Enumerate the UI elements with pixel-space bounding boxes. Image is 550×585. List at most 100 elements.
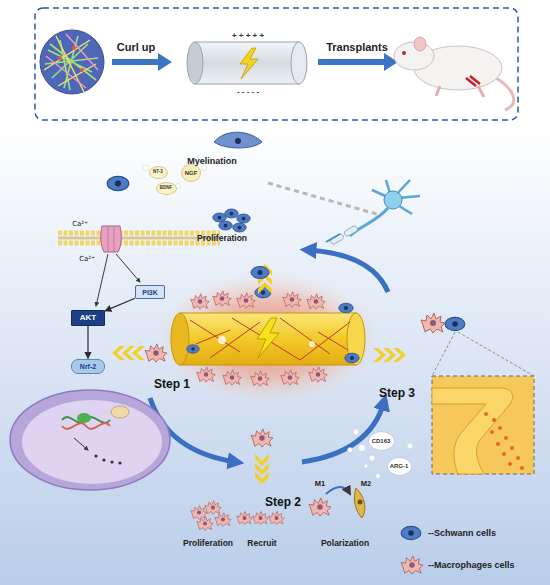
diagram-label: Proliferation	[197, 234, 247, 243]
diagram-label: M1	[315, 480, 325, 488]
myelin-segment	[343, 225, 358, 237]
schwann-cell	[233, 223, 247, 232]
transcript-dot	[94, 454, 97, 457]
transcription-factor	[111, 406, 129, 418]
macrophage-cell	[283, 292, 301, 307]
schwann-cell	[213, 213, 227, 222]
node-text: ARG-1	[390, 463, 409, 469]
myelinating-cell	[214, 132, 262, 148]
factor-dot	[202, 166, 207, 171]
fiber-lines	[45, 36, 98, 90]
chevron	[255, 454, 269, 466]
conduit-opening	[171, 313, 189, 365]
schwann-cell	[107, 176, 129, 190]
macrophage-cluster	[191, 501, 231, 531]
node-text: Nrf-2	[80, 363, 96, 370]
macrophage-cell	[215, 513, 231, 527]
legend-sample	[401, 526, 421, 539]
calcium-channel	[101, 226, 122, 252]
legend-entry: --Macrophages cells	[428, 561, 515, 570]
factor-circle: NT-3	[149, 166, 168, 179]
node-text: NGF	[185, 170, 198, 176]
recruited-macrophages	[237, 511, 285, 524]
arrow-connector	[105, 298, 135, 311]
rat-tail	[496, 78, 514, 110]
node-text: AKT	[80, 314, 96, 322]
particle	[496, 442, 500, 446]
particle	[58, 56, 62, 60]
diagram-label: Proliferation	[183, 539, 233, 548]
particle	[502, 452, 506, 456]
fiber-lines	[190, 318, 350, 360]
factor-circle: CD163	[368, 431, 395, 451]
schwann-cell	[445, 317, 465, 330]
process-panel	[35, 8, 518, 120]
particle	[309, 341, 315, 347]
factor-dot	[407, 443, 413, 449]
signal-arrow	[116, 254, 140, 282]
particle	[516, 456, 520, 460]
fiber-lines	[44, 36, 96, 92]
lipid-heads	[58, 231, 220, 236]
fiber-mat	[40, 30, 104, 94]
schwann-cell	[251, 267, 269, 279]
diagram-label: Ca²⁺	[79, 256, 95, 263]
zoom-lines	[432, 332, 534, 376]
conduit-tube	[187, 42, 307, 84]
axon-path	[268, 183, 380, 215]
rat-illustration	[394, 37, 514, 110]
particle	[72, 46, 76, 50]
zoom-inset	[432, 376, 534, 474]
macrophage-cell	[223, 370, 241, 385]
polarization-arrow	[326, 487, 350, 494]
conduit-body	[180, 313, 356, 365]
neuron-soma	[384, 191, 402, 209]
macrophage-cell	[281, 370, 299, 385]
rat-legs	[436, 86, 484, 97]
macrophage-cell	[205, 501, 221, 515]
macrophage-cell	[191, 506, 207, 520]
regenerating-neuron	[326, 180, 420, 245]
lightning-bolt	[240, 48, 258, 79]
released-particles	[484, 412, 524, 470]
factor-dot	[376, 474, 381, 479]
process-box: PI3K	[135, 285, 165, 299]
factor-dot	[364, 464, 368, 468]
diagram-label: Transplants	[326, 42, 388, 53]
diagram-label: Step 3	[379, 387, 415, 399]
particle	[484, 412, 488, 416]
macrophage-cell	[421, 313, 445, 333]
legend-text: --Macrophages cells	[428, 561, 515, 570]
lipid-tails	[58, 237, 220, 240]
macrophage-cell	[197, 517, 213, 531]
particle	[490, 430, 494, 434]
particle	[498, 426, 502, 430]
arrow-head	[158, 53, 172, 71]
process-box: AKT	[71, 310, 105, 326]
diagram-label: Myelination	[187, 157, 237, 166]
arrow-connector	[87, 326, 88, 359]
injury-site	[466, 76, 480, 86]
node-text: CD163	[372, 438, 391, 444]
schwann-cell	[329, 342, 347, 354]
schwann-cell	[345, 353, 359, 363]
tube-end	[291, 42, 307, 84]
diagram-label: - - - - -	[237, 88, 259, 96]
diagram-label: Step 1	[154, 378, 190, 390]
rat-ear	[414, 37, 426, 51]
fiber-surface	[432, 388, 513, 474]
transcript-dot	[110, 460, 113, 463]
macrophage-cell	[213, 291, 231, 306]
schwann-cell	[339, 303, 353, 313]
macrophage-cell	[251, 371, 269, 386]
legend-entry: --Schwann cells	[428, 529, 496, 538]
transcription-arrow	[74, 438, 88, 450]
schwann-cell	[237, 214, 251, 223]
fiber-lines	[46, 34, 98, 88]
chevron	[258, 282, 272, 294]
macrophage-cell	[191, 294, 209, 309]
lightning-bolt	[257, 318, 279, 358]
macrophage-cell	[197, 367, 215, 382]
nucleus-envelope	[10, 390, 170, 490]
